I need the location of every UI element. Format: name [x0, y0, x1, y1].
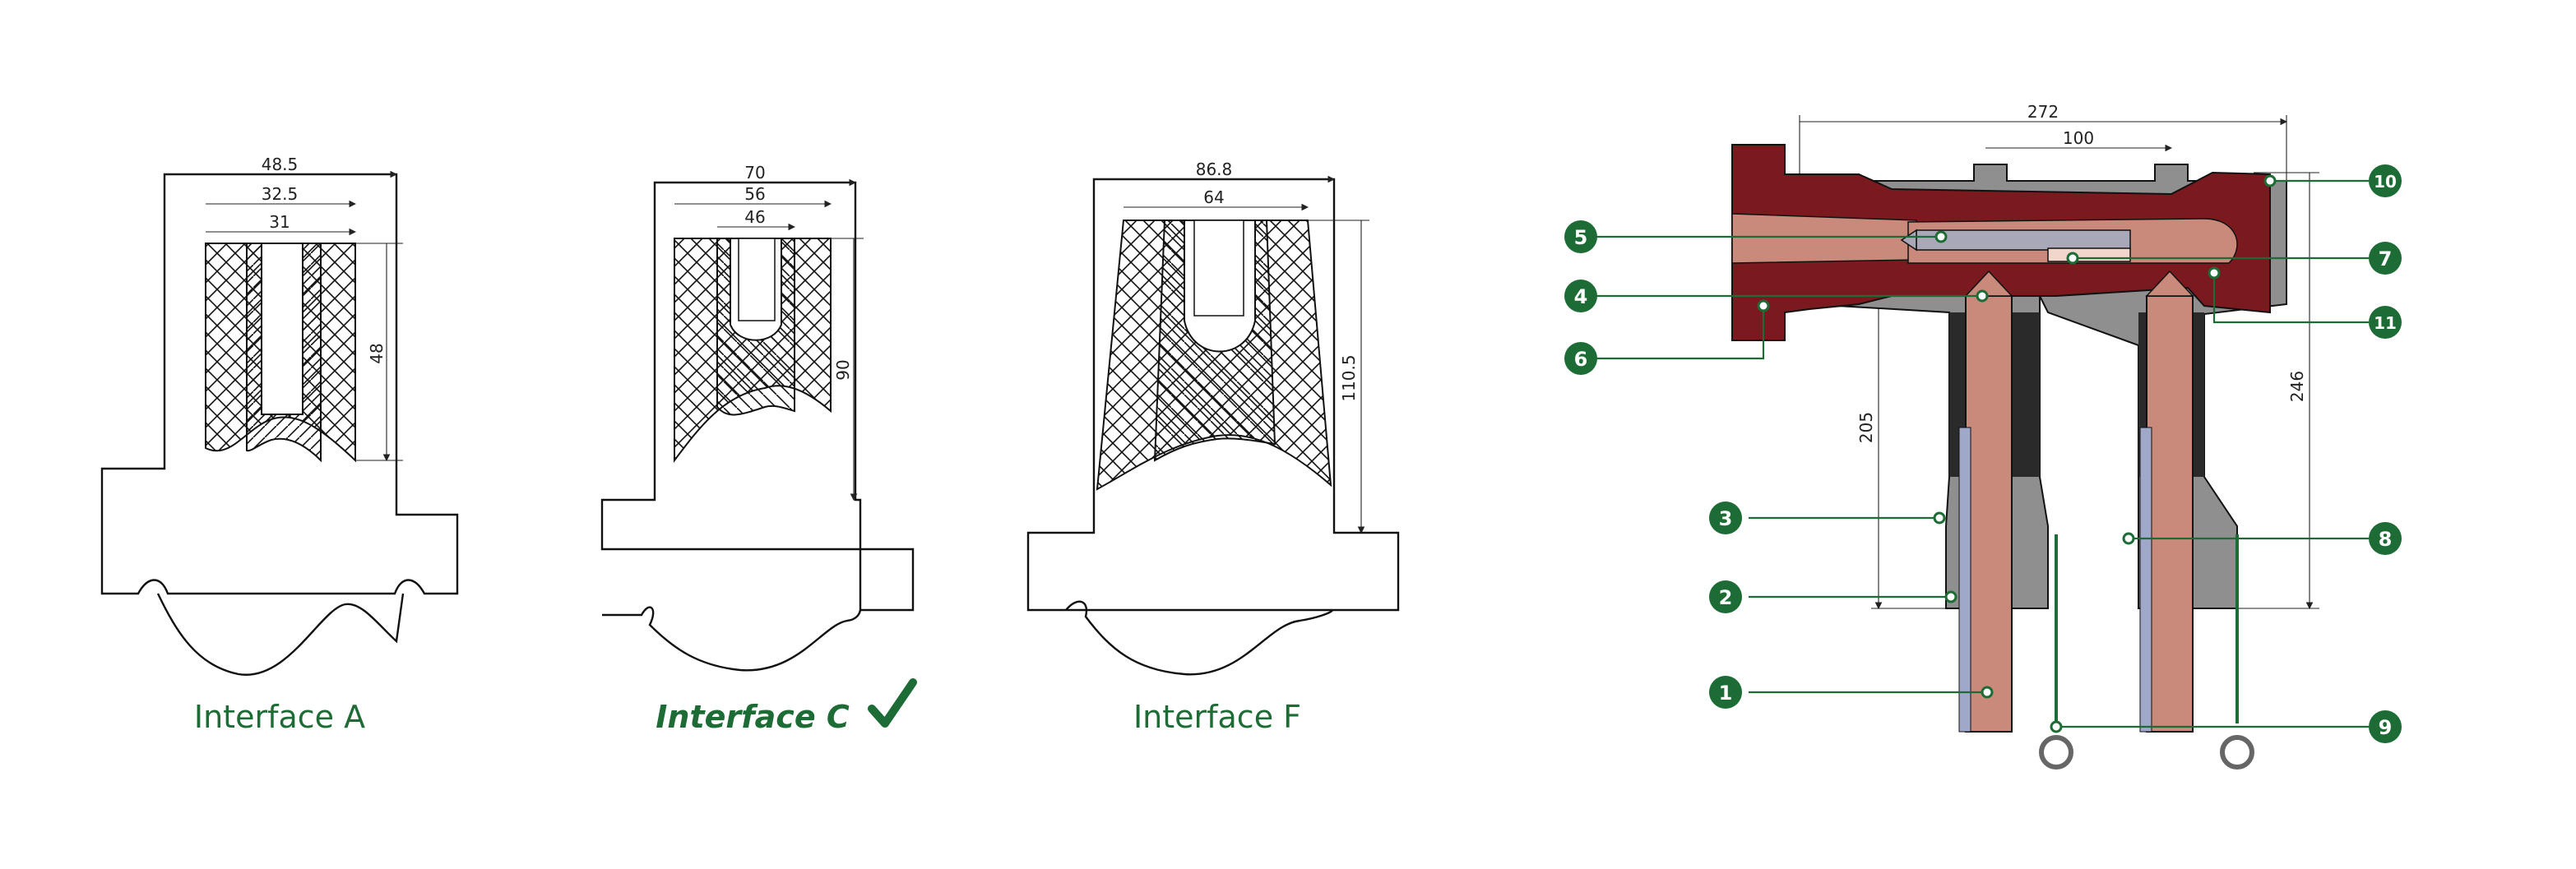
svg-text:4: 4	[1574, 285, 1588, 308]
dim-pitch: 100	[2063, 128, 2094, 148]
interface-f-dim-inner: 64	[1203, 187, 1224, 207]
callout-3: 3	[1709, 502, 1742, 534]
callout-4: 4	[1564, 280, 1597, 312]
svg-text:9: 9	[2379, 716, 2393, 739]
dim-height-left: 205	[1856, 412, 1876, 443]
callout-leaders	[1589, 174, 2369, 733]
interface-a-dim-middle: 32.5	[262, 184, 299, 204]
svg-text:5: 5	[1574, 226, 1588, 249]
interface-c-dim-height: 90	[833, 359, 853, 380]
dim-height-right: 246	[2287, 371, 2307, 402]
callout-10: 10	[2369, 164, 2402, 197]
svg-text:8: 8	[2379, 528, 2393, 551]
interface-f-drawing: 86.8 64 110.5	[1026, 159, 1400, 676]
svg-text:3: 3	[1719, 507, 1733, 530]
interface-f-dim-overall: 86.8	[1196, 159, 1233, 179]
check-icon	[868, 678, 917, 728]
assembly-section-drawing: 272 100 205 246	[1731, 102, 2319, 770]
callout-9: 9	[2369, 710, 2402, 743]
interface-a-dim-overall: 48.5	[262, 155, 299, 174]
svg-text:6: 6	[1574, 348, 1588, 371]
interface-c-dim-inner: 46	[744, 207, 765, 227]
interface-a-dim-inner: 31	[269, 212, 290, 232]
svg-text:10: 10	[2374, 172, 2397, 192]
svg-text:7: 7	[2379, 247, 2393, 270]
callout-5: 5	[1564, 220, 1597, 253]
svg-text:11: 11	[2374, 313, 2397, 333]
interface-c-drawing: 70 56 46 90	[600, 163, 915, 672]
dim-overall-length: 272	[2027, 102, 2059, 122]
interface-a-caption: Interface A	[194, 699, 365, 735]
interface-c-dim-middle: 56	[744, 184, 765, 204]
callout-1: 1	[1709, 676, 1742, 709]
interface-a-dim-height: 48	[367, 343, 387, 363]
interface-f-dim-height: 110.5	[1339, 354, 1359, 401]
interface-f-caption: Interface F	[1133, 699, 1301, 735]
callout-7: 7	[2369, 242, 2402, 275]
svg-text:1: 1	[1719, 682, 1733, 705]
callout-2: 2	[1709, 580, 1742, 613]
interface-c-dim-overall: 70	[744, 163, 765, 183]
interface-a-drawing: 48.5 32.5 31 48	[100, 155, 459, 676]
interface-c-caption: Interface C	[656, 699, 850, 735]
svg-text:2: 2	[1719, 586, 1733, 609]
callout-8: 8	[2369, 522, 2402, 555]
callout-6: 6	[1564, 342, 1597, 375]
callout-11: 11	[2369, 306, 2402, 339]
